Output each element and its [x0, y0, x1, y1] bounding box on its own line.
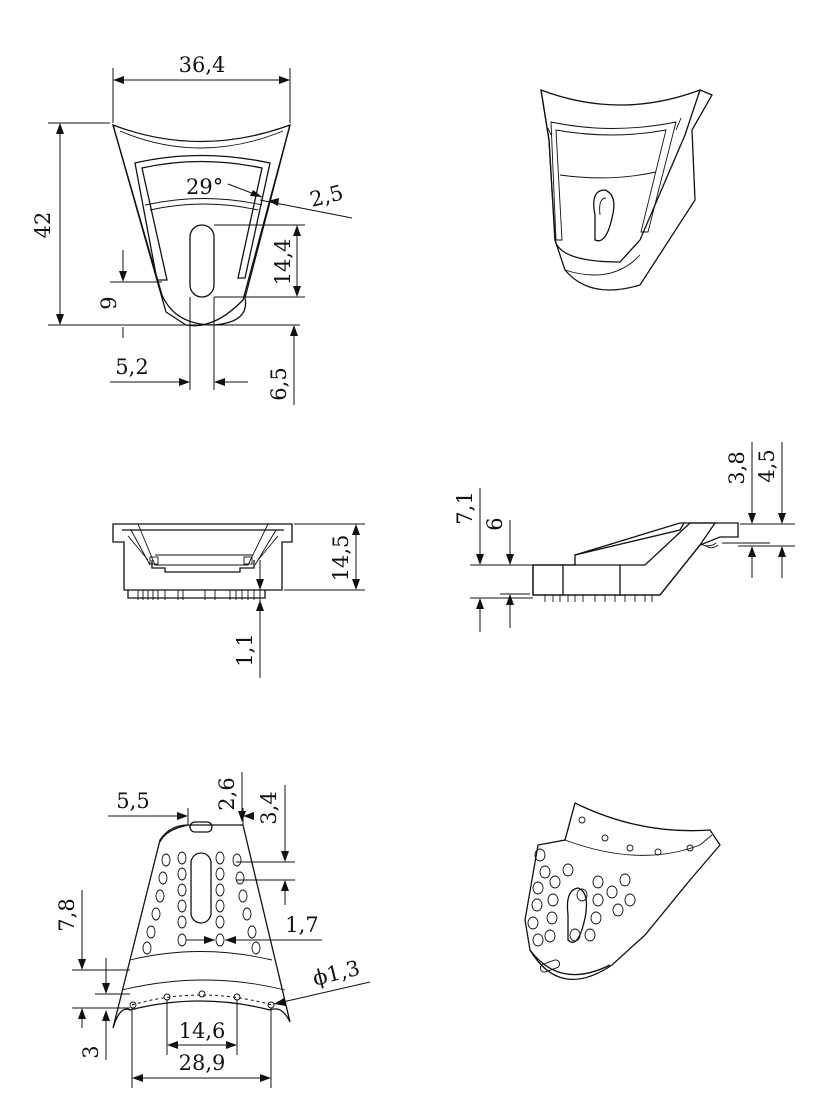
top-view: 36,4 42 29° 2,5 14,4 9 5,2	[31, 53, 353, 405]
dim-rim: 2,5	[307, 180, 345, 211]
dim-hole-pitch: 14,6	[179, 1019, 226, 1043]
dim-front-height: 14,5	[329, 535, 353, 582]
bottom-view: 5,5 2,6 3,4 1,7 7,8 3	[55, 772, 371, 1088]
dim-hole-spacing: 3,4	[257, 791, 281, 824]
bottom-view-hole-grid	[142, 851, 261, 955]
dim-band: 7,8	[55, 898, 79, 931]
dim-side-lip-large: 4,5	[755, 449, 779, 482]
dim-slot-length: 14,4	[271, 239, 295, 286]
dim-side-inner: 6	[483, 517, 507, 530]
dim-bottom-offset: 9	[97, 296, 121, 309]
dim-side-outer: 7,1	[453, 491, 477, 524]
side-section-view: 7,1 6 3,8 4,5	[453, 442, 795, 632]
dim-front-bottom: 1,1	[233, 633, 257, 666]
isometric-view-bottom	[524, 802, 721, 980]
dim-angle: 29°	[186, 175, 223, 199]
dim-width: 36,4	[179, 53, 226, 77]
dim-bottom-slot-width: 5,5	[116, 789, 149, 813]
dim-gap: 1,7	[285, 913, 318, 937]
dim-side-lip-small: 3,8	[725, 451, 749, 484]
dim-bottom-gap: 6,5	[267, 367, 291, 400]
dim-height: 42	[31, 212, 55, 239]
isometric-view-top	[540, 88, 713, 291]
dim-edge: 3	[79, 1045, 103, 1058]
front-view: 14,5 1,1	[112, 523, 365, 678]
dim-slot-width: 5,2	[115, 355, 148, 379]
dim-overall-width: 28,9	[179, 1051, 226, 1075]
dim-hole-top: 2,6	[215, 777, 239, 810]
